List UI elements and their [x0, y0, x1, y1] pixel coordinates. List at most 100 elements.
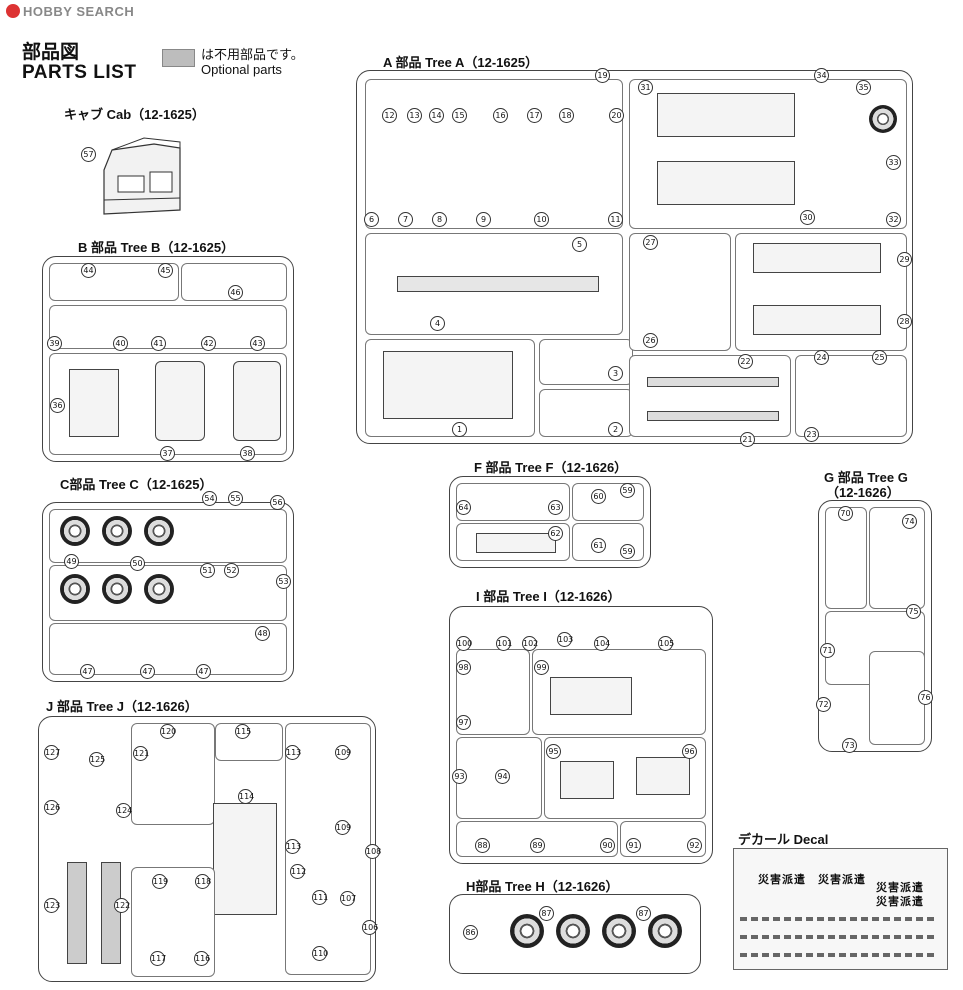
part-number-25: 25	[872, 350, 887, 365]
cab-label: キャブ Cab（12-1625）	[64, 107, 205, 122]
tree-j-frame	[38, 716, 376, 982]
tree-i-label: I 部品 Tree I（12-1626）	[476, 589, 621, 604]
part-number-56: 56	[270, 495, 285, 510]
part-number-116: 116	[194, 951, 210, 966]
trailer-part-99	[550, 677, 632, 715]
part-number-47: 47	[140, 664, 155, 679]
wheel-part	[60, 574, 90, 604]
tree-b-cell-39	[49, 305, 287, 349]
part-number-93: 93	[452, 769, 467, 784]
part-number-102: 102	[522, 636, 538, 651]
part-number-120: 120	[160, 724, 176, 739]
part-number-29: 29	[897, 252, 912, 267]
part-number-46: 46	[228, 285, 243, 300]
part-number-50: 50	[130, 556, 145, 571]
part-number-37: 37	[160, 446, 175, 461]
part-number-113: 113	[285, 839, 301, 854]
part-number-92: 92	[687, 838, 702, 853]
part-number-101: 101	[496, 636, 512, 651]
part-number-86: 86	[463, 925, 478, 940]
part-number-88: 88	[475, 838, 490, 853]
part-number-60: 60	[591, 489, 606, 504]
part-number-89: 89	[530, 838, 545, 853]
tree-j-cell-121	[131, 723, 215, 825]
part-number-126: 126	[44, 800, 60, 815]
part-number-24: 24	[814, 350, 829, 365]
chassis-frame-part	[397, 276, 599, 292]
legend-text-jp: は不用部品です。	[201, 47, 304, 62]
part-number-57: 57	[81, 147, 96, 162]
part-number-122: 122	[114, 898, 130, 913]
part-number-74: 74	[902, 514, 917, 529]
tree-a-cell-23	[795, 355, 907, 437]
part-number-71: 71	[820, 643, 835, 658]
part-number-121: 121	[133, 746, 149, 761]
part-number-124: 124	[116, 803, 132, 818]
part-number-110: 110	[312, 946, 328, 961]
part-number-38: 38	[240, 446, 255, 461]
part-number-48: 48	[255, 626, 270, 641]
decal-text-4: 災害派遣	[876, 896, 924, 908]
part-number-19: 19	[595, 68, 610, 83]
part-number-99: 99	[534, 660, 549, 675]
decal-marking-rows	[738, 909, 943, 969]
tree-b-cell-44	[49, 263, 179, 301]
part-number-14: 14	[429, 108, 444, 123]
part-number-104: 104	[594, 636, 610, 651]
part-number-18: 18	[559, 108, 574, 123]
part-number-11: 11	[608, 212, 623, 227]
part-number-26: 26	[643, 333, 658, 348]
tree-b-label: B 部品 Tree B（12-1625）	[78, 240, 235, 255]
tree-f-label: F 部品 Tree F（12-1626）	[474, 460, 628, 475]
part-number-87: 87	[539, 906, 554, 921]
tree-g-frame	[818, 500, 932, 752]
part-number-61: 61	[591, 538, 606, 553]
cab-part	[84, 130, 184, 222]
part-number-12: 12	[382, 108, 397, 123]
part-number-70: 70	[838, 506, 853, 521]
part-number-107: 107	[340, 891, 356, 906]
wheel-part-87	[602, 914, 636, 948]
part-number-109: 109	[335, 820, 351, 835]
box-part-96	[636, 757, 690, 795]
part-number-17: 17	[527, 108, 542, 123]
wheel-part-87	[510, 914, 544, 948]
part-number-106: 106	[362, 920, 378, 935]
part-number-39: 39	[47, 336, 62, 351]
part-number-47: 47	[196, 664, 211, 679]
part-number-7: 7	[398, 212, 413, 227]
part-number-114: 114	[238, 789, 254, 804]
tree-j-label: J 部品 Tree J（12-1626）	[46, 699, 198, 714]
part-number-87: 87	[636, 906, 651, 921]
part-number-8: 8	[432, 212, 447, 227]
trailer-bed-part-114	[213, 803, 277, 915]
part-number-34: 34	[814, 68, 829, 83]
grille-part-122	[101, 862, 121, 964]
tree-a-cell-small	[365, 79, 623, 229]
grille-part-123	[67, 862, 87, 964]
part-number-35: 35	[856, 80, 871, 95]
cab-drawing	[103, 137, 181, 215]
canopy-part-31	[657, 93, 795, 137]
part-number-62: 62	[548, 526, 563, 541]
part-number-72: 72	[816, 697, 831, 712]
decal-sheet: 災害派遣 災害派遣 災害派遣 災害派遣	[733, 848, 948, 970]
part-number-43: 43	[250, 336, 265, 351]
side-rail-part-29	[753, 243, 881, 273]
part-number-10: 10	[534, 212, 549, 227]
part-number-113: 113	[285, 745, 301, 760]
tree-g-code: （12-1626）	[826, 485, 900, 500]
page-title-en: PARTS LIST	[22, 62, 137, 83]
wheel-part	[60, 516, 90, 546]
panel-part-38	[233, 361, 281, 441]
part-number-49: 49	[64, 554, 79, 569]
part-number-75: 75	[906, 604, 921, 619]
part-number-6: 6	[364, 212, 379, 227]
page-title-jp: 部品図	[22, 42, 80, 63]
part-number-40: 40	[113, 336, 128, 351]
part-number-118: 118	[195, 874, 211, 889]
part-number-42: 42	[201, 336, 216, 351]
wheel-part-87	[648, 914, 682, 948]
part-number-52: 52	[224, 563, 239, 578]
part-number-55: 55	[228, 491, 243, 506]
